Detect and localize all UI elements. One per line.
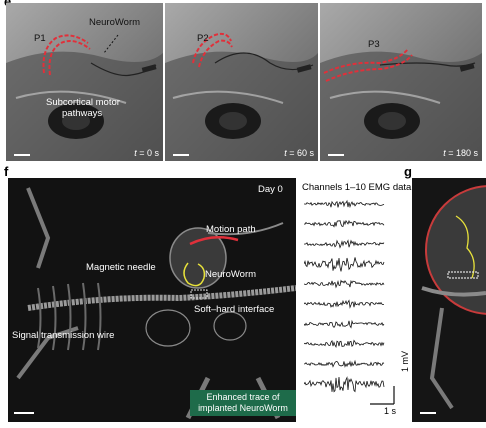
motion-path-p1	[42, 34, 89, 74]
emg-channel-trace	[304, 239, 385, 249]
panel-g-letter: g	[404, 164, 412, 179]
scale-bar-e3	[328, 154, 344, 156]
motion-path-f	[189, 236, 239, 246]
motion-path-p3	[323, 48, 409, 74]
xray-frame-3-graphic	[320, 3, 482, 161]
time-value: = 0 s	[139, 148, 159, 158]
panel-g-graphic	[412, 178, 486, 422]
time-symbol: t	[284, 148, 287, 158]
xray-frame-1-graphic	[6, 3, 163, 161]
neuroworm-trace	[183, 262, 206, 287]
label-p1: P1	[34, 33, 46, 44]
emg-channel-trace	[304, 359, 385, 368]
xray-panel-g	[412, 178, 486, 422]
xray-frame-3: P3 t = 180 s	[320, 3, 482, 161]
motion-path-p2	[192, 32, 232, 64]
label-p2: P2	[197, 33, 209, 44]
time-symbol: t	[443, 148, 446, 158]
emg-channel-trace	[304, 319, 385, 329]
scale-bar-g	[420, 412, 436, 414]
emg-x-scale: 1 s	[384, 406, 397, 416]
xray-frame-2-graphic	[165, 3, 318, 161]
xray-frame-1: P1 NeuroWorm Subcortical motor pathways …	[6, 3, 163, 161]
scale-bar-e2	[173, 154, 189, 156]
label-subcortical-1: Subcortical motor	[46, 97, 120, 108]
time-symbol: t	[134, 148, 137, 158]
label-magnetic-needle: Magnetic needle	[86, 262, 156, 273]
emg-channel-trace	[304, 279, 385, 289]
label-neuroworm-f: NeuroWorm	[205, 269, 257, 280]
label-soft-hard-interface: Soft–hard interface	[194, 304, 275, 315]
time-value: = 180 s	[448, 148, 478, 158]
time-label-1: t = 0 s	[134, 148, 159, 158]
emg-channel-trace	[304, 257, 385, 272]
label-subcortical-2: pathways	[62, 108, 103, 119]
scale-bar-f	[14, 412, 34, 414]
emg-channel-trace	[304, 219, 385, 228]
label-neuroworm-e: NeuroWorm	[89, 17, 141, 28]
panel-f-letter: f	[4, 164, 9, 179]
emg-y-scale: 1 mV	[400, 350, 410, 372]
emg-title: Channels 1–10 EMG data	[302, 182, 412, 193]
time-value: = 60 s	[289, 148, 314, 158]
callout-line-1: Enhanced trace of	[206, 392, 280, 402]
rat-skeleton-graphic	[8, 178, 296, 422]
emg-traces	[304, 199, 395, 405]
time-label-3: t = 180 s	[443, 148, 478, 158]
emg-channel-trace	[304, 376, 385, 393]
label-motion-path: Motion path	[206, 224, 256, 235]
emg-channel-trace	[304, 199, 385, 209]
callout-line-2: implanted NeuroWorm	[198, 403, 288, 413]
scale-bar-e1	[14, 154, 30, 156]
emg-channel-trace	[304, 339, 385, 349]
emg-channel-trace	[304, 299, 384, 309]
xray-frame-2: P2 t = 60 s	[165, 3, 318, 161]
enhanced-trace-callout: Enhanced trace of implanted NeuroWorm	[190, 390, 296, 416]
label-p3: P3	[368, 39, 380, 50]
label-day-0: Day 0	[258, 184, 283, 195]
label-signal-wire: Signal transmission wire	[12, 330, 115, 341]
time-label-2: t = 60 s	[284, 148, 314, 158]
xray-rat-full: Day 0 Motion path Magnetic needle NeuroW…	[8, 178, 296, 422]
